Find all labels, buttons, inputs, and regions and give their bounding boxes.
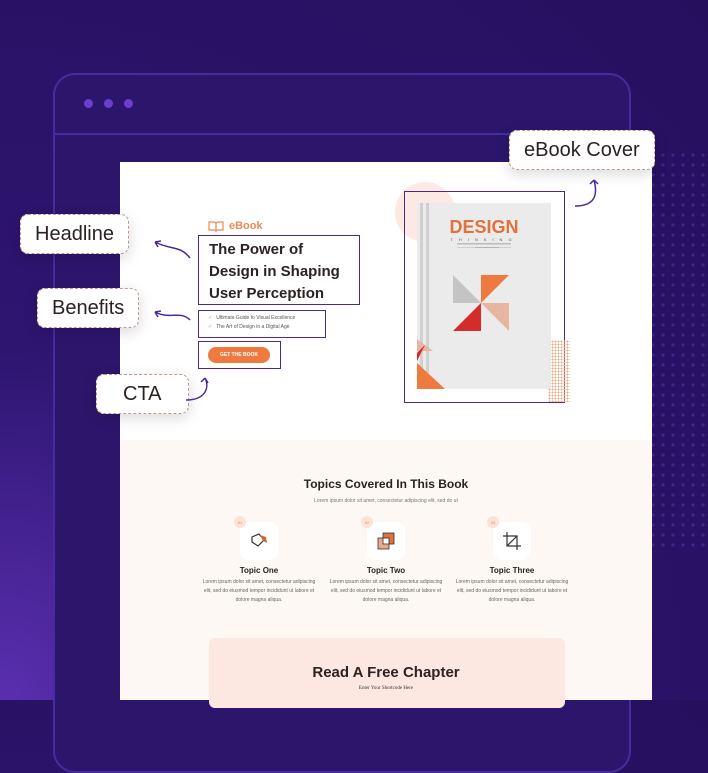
ebook-tag: eBook [208,220,263,232]
cover-graphic [417,243,511,389]
topic-title: Topic Two [366,566,406,575]
benefits-list: ✓Ultimate Guide to Visual Excellence ✓Th… [198,310,326,338]
benefit-text: The Art of Design in a Digital Age [216,324,290,330]
crop-icon [503,532,521,550]
free-chapter-title: Read A Free Chapter [312,664,460,681]
paint-bucket-icon [251,533,267,547]
book-spine [426,203,429,389]
topic-description: Lorem ipsum dolor sit amet, consectetur … [455,579,569,603]
get-the-book-button[interactable]: GET THE BOOK [208,347,270,363]
window-dot-icon [84,99,93,108]
arrow-icon [185,377,209,401]
cover-highlight-box [404,191,565,403]
topic-number: 03 [487,516,499,528]
arrow-icon [574,179,599,207]
topic-icon-box: 01 [234,516,278,560]
arrow-icon [154,310,191,321]
benefit-text: Ultimate Guide to Visual Excellence [216,315,296,321]
ebook-tag-label: eBook [229,220,263,232]
window-dot-icon [104,99,113,108]
check-icon: ✓ [208,324,213,330]
headline-callout: Headline [20,214,129,254]
topic-number: 02 [361,516,373,528]
benefits-callout: Benefits [37,288,140,328]
topic-card: 01 Topic One Lorem ipsum dolor sit amet,… [199,516,319,605]
topic-card: 02 Topic Two Lorem ipsum dolor sit amet,… [326,516,446,605]
check-icon: ✓ [208,315,213,321]
benefit-item: ✓The Art of Design in a Digital Age [208,323,316,332]
book-open-icon [208,220,224,232]
topic-number: 01 [234,516,246,528]
ebook-cover-callout: eBook Cover [509,130,655,170]
topic-icon-box: 03 [487,516,531,560]
topic-description: Lorem ipsum dolor sit amet, consectetur … [202,579,316,603]
topic-title: Topic One [239,566,279,575]
hero-headline: The Power of Design in Shaping User Perc… [198,235,360,305]
cta-callout: CTA [96,374,189,414]
topic-icon-box: 02 [361,516,405,560]
dot-pattern [548,340,570,402]
free-chapter-section [209,638,565,708]
topic-card: 03 Topic Three Lorem ipsum dolor sit ame… [452,516,572,605]
shortcode-placeholder: Enter Your Shortcode Here [358,686,414,691]
window-dot-icon [124,99,133,108]
topics-title: Topics Covered In This Book [303,477,469,491]
layers-icon [377,532,395,550]
callout-arrows [154,179,599,401]
book-spine [420,203,423,389]
book-subtitle: THINKING [450,237,518,242]
benefit-item: ✓Ultimate Guide to Visual Excellence [208,314,316,323]
ebook-cover: DESIGN THINKING [417,203,551,389]
cta-highlight-box [198,341,281,369]
topic-description: Lorem ipsum dolor sit amet, consectetur … [329,579,443,603]
topic-title: Topic Three [489,566,535,575]
book-title: DESIGN [449,217,519,237]
topics-subtitle: Lorem ipsum dolor sit amet, consectetur … [314,498,458,504]
arrow-icon [154,240,191,259]
window-titlebar-divider [53,133,631,135]
